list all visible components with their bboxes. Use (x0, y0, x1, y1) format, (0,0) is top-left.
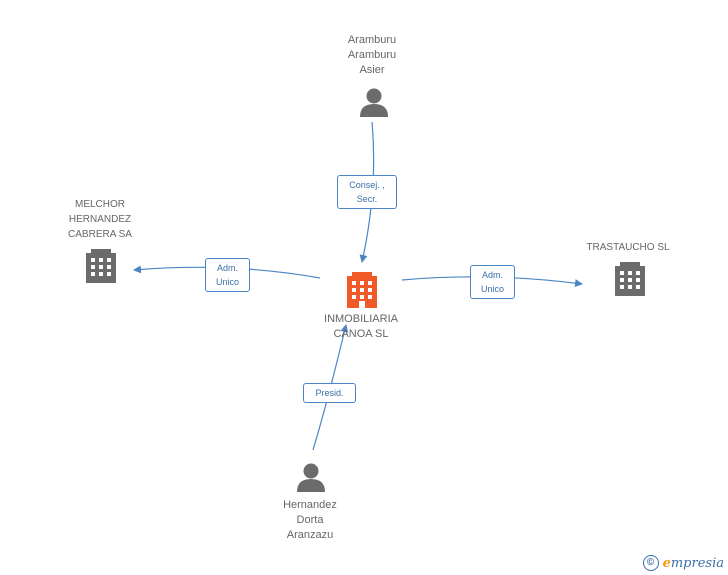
node-label-left[interactable]: MELCHOR HERNANDEZ CABRERA SA (68, 199, 132, 240)
person-icon[interactable] (297, 463, 325, 493)
edge-label-right: Adm. Unico (470, 265, 515, 299)
copyright-icon: © (642, 555, 659, 571)
edge-label-bottom: Presid. (303, 383, 356, 403)
building-icon[interactable] (347, 272, 377, 308)
node-label-right[interactable]: TRASTAUCHO SL (586, 242, 670, 253)
building-icon[interactable] (86, 249, 116, 283)
node-label-top[interactable]: Aramburu Aramburu Asier (347, 34, 397, 76)
edge-label-top: Consej. , Secr. (337, 175, 397, 209)
footer-brand: © empresia (642, 555, 724, 571)
building-icon[interactable] (615, 262, 645, 296)
brand-logo[interactable]: empresia (662, 555, 724, 571)
edge-label-left: Adm. Unico (205, 258, 250, 292)
person-icon[interactable] (360, 88, 388, 118)
node-label-center[interactable]: INMOBILIARIA CANOA SL (324, 313, 398, 340)
node-label-bottom[interactable]: Hernandez Dorta Aranzazu (283, 499, 337, 541)
